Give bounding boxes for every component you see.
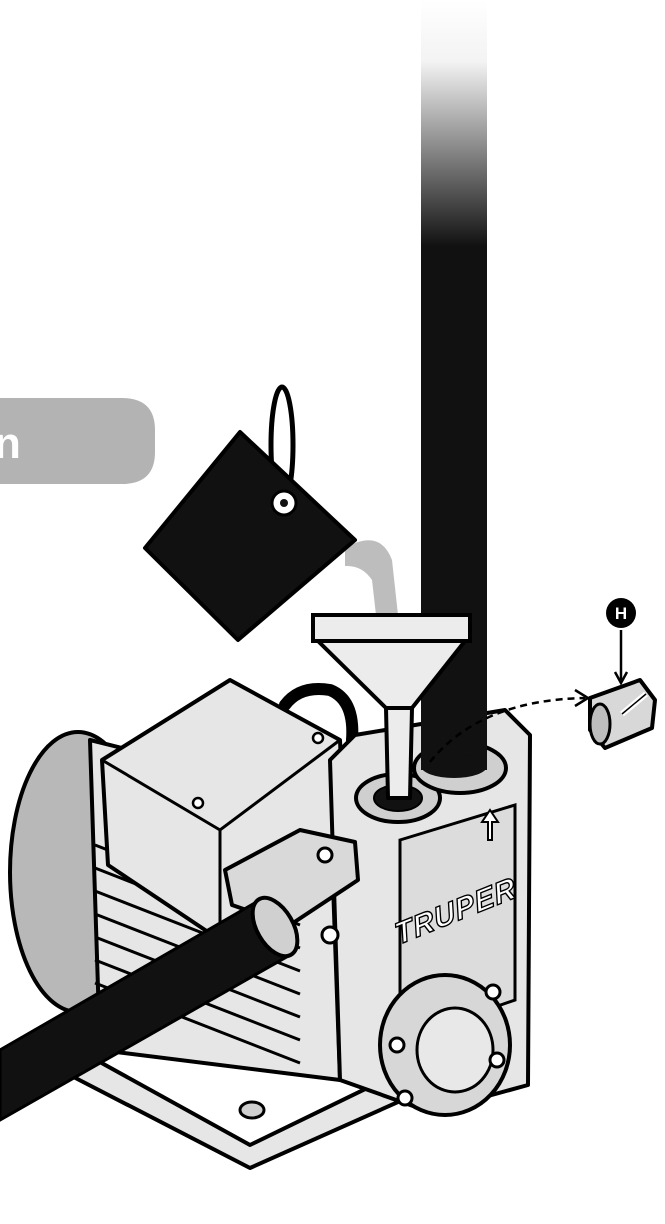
plug-cap-icon [588, 678, 657, 750]
suction-hose [0, 895, 300, 1122]
arrow-up-icon [480, 808, 500, 841]
instruction-banner: n [0, 398, 155, 484]
funnel-icon [311, 613, 472, 800]
callout-h: H [606, 598, 636, 686]
bucket-icon [143, 384, 357, 642]
callout-label: H [615, 604, 627, 623]
water-stream [345, 540, 398, 615]
pump-head: TRUPER [223, 708, 532, 1117]
power-cable [279, 683, 359, 746]
banner-label: n [0, 419, 21, 468]
